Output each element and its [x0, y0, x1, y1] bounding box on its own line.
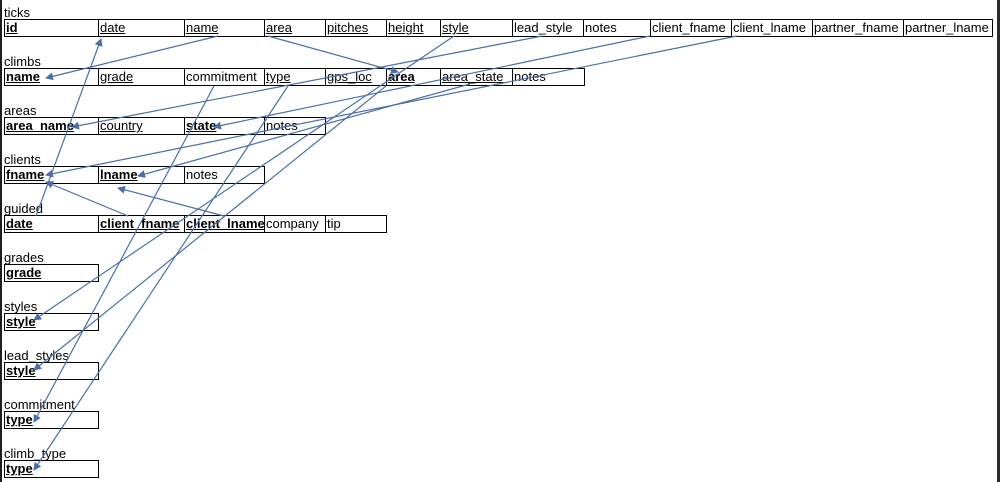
- field-fname: fname: [5, 167, 99, 183]
- table-title: clients: [4, 152, 41, 167]
- field-date: date: [5, 216, 99, 232]
- field-height: height: [387, 20, 441, 36]
- field-style: style: [5, 363, 99, 379]
- field-tip: tip: [326, 216, 387, 232]
- field-area: area: [387, 69, 441, 85]
- field-row: area_name country state notes: [4, 117, 326, 135]
- field-row: style: [4, 362, 99, 380]
- field-area-name: area_name: [5, 118, 99, 134]
- field-area: area: [265, 20, 326, 36]
- table-title: lead_styles: [4, 348, 70, 363]
- table-title: climb_type: [4, 446, 67, 461]
- field-client-fname: client_fname: [99, 216, 185, 232]
- relationship-line: [267, 35, 399, 74]
- field-client-lname: client_lname: [732, 20, 813, 36]
- field-row: date client_fname client_lname company t…: [4, 215, 387, 233]
- table-title: grades: [4, 250, 44, 265]
- relationship-line: [45, 180, 129, 217]
- table-title: ticks: [4, 5, 30, 20]
- field-name: name: [5, 69, 99, 85]
- relationship-line: [117, 185, 225, 217]
- field-name: name: [185, 20, 265, 36]
- field-grade: grade: [5, 265, 99, 281]
- field-row: fname lname notes: [4, 166, 265, 184]
- field-commitment: commitment: [185, 69, 265, 85]
- field-style: style: [441, 20, 513, 36]
- field-grade: grade: [99, 69, 185, 85]
- field-state: state: [185, 118, 265, 134]
- field-notes: notes: [185, 167, 265, 183]
- table-title: areas: [4, 103, 37, 118]
- field-style: style: [5, 314, 99, 330]
- field-type: type: [5, 461, 99, 477]
- field-country: country: [99, 118, 185, 134]
- table-title: commitment: [4, 397, 75, 412]
- table-title: styles: [4, 299, 38, 314]
- field-pitches: pitches: [326, 20, 387, 36]
- field-notes: notes: [513, 69, 585, 85]
- field-row: id date name area pitches height style l…: [4, 19, 993, 37]
- field-lead-style: lead_style: [513, 20, 584, 36]
- field-notes: notes: [584, 20, 651, 36]
- field-gps-loc: gps_loc: [326, 69, 387, 85]
- field-date: date: [99, 20, 185, 36]
- field-lname: lname: [99, 167, 185, 183]
- relationship-line: [45, 35, 738, 178]
- left-edge-bar: [0, 0, 2, 482]
- field-id: id: [5, 20, 99, 36]
- field-partner-lname: partner_lname: [904, 20, 993, 36]
- field-row: style: [4, 313, 99, 331]
- field-notes: notes: [265, 118, 326, 134]
- field-type: type: [265, 69, 326, 85]
- table-title: guided: [4, 201, 44, 216]
- table-title: climbs: [4, 54, 41, 69]
- field-partner-fname: partner_fname: [813, 20, 904, 36]
- field-row: type: [4, 460, 99, 478]
- field-company: company: [265, 216, 326, 232]
- field-row: name grade commitment type gps_loc area …: [4, 68, 585, 86]
- field-area-state: area_state: [441, 69, 513, 85]
- field-row: grade: [4, 264, 99, 282]
- field-client-fname: client_fname: [651, 20, 732, 36]
- field-type: type: [5, 412, 99, 428]
- right-edge-bar: [997, 0, 1000, 482]
- field-client-lname: client_lname: [186, 216, 265, 232]
- field-row: type: [4, 411, 99, 429]
